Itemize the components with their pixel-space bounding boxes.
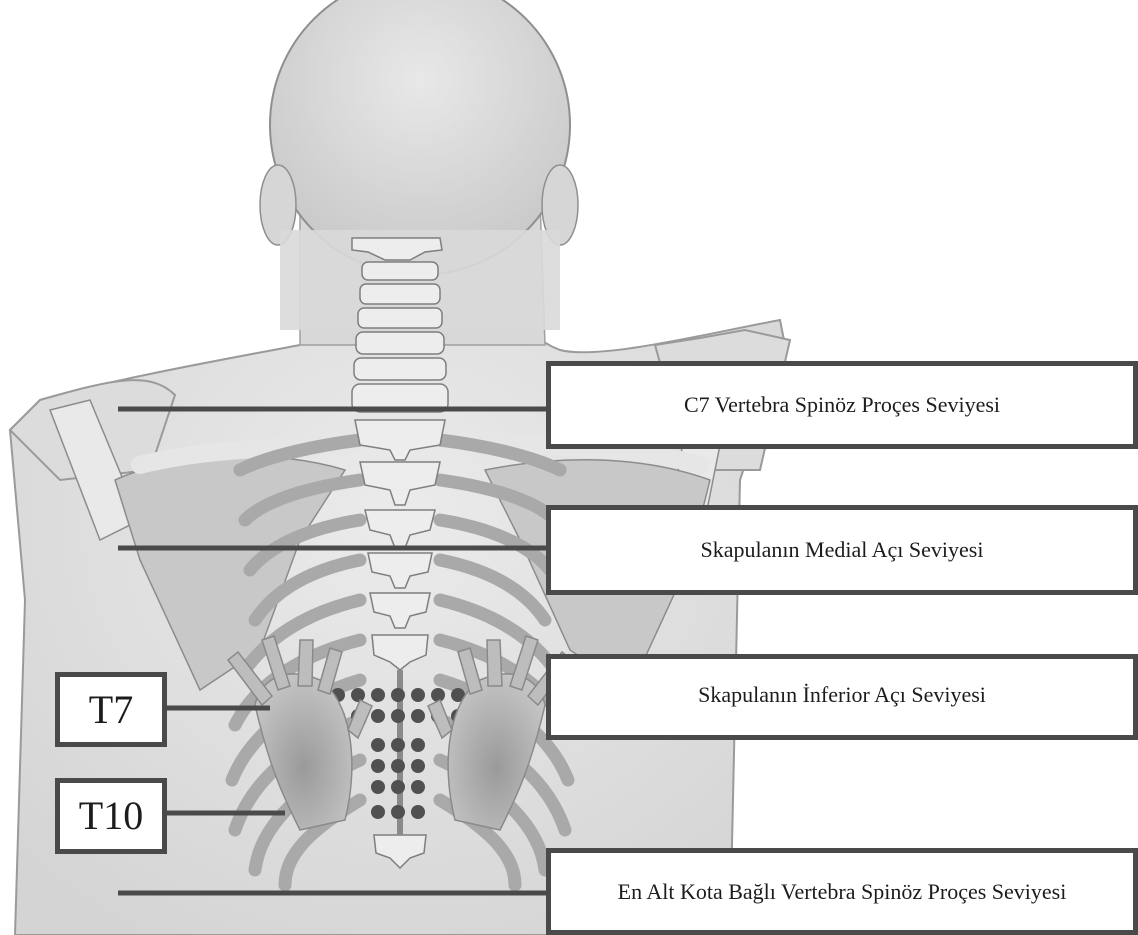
label-t10: T10	[55, 778, 167, 854]
label-t7: T7	[55, 672, 167, 747]
label-c7-level: C7 Vertebra Spinöz Proçes Seviyesi	[546, 361, 1138, 449]
label-scapula-inferior-level: Skapulanın İnferior Açı Seviyesi	[546, 654, 1138, 740]
label-scapula-medial-level: Skapulanın Medial Açı Seviyesi	[546, 505, 1138, 595]
cervical-vertebrae	[352, 238, 448, 412]
label-t10-text: T10	[79, 791, 143, 841]
label-inferior-text: Skapulanın İnferior Açı Seviyesi	[698, 681, 986, 709]
label-t7-text: T7	[89, 685, 133, 735]
label-lowest-text: En Alt Kota Bağlı Vertebra Spinöz Proçes…	[618, 878, 1067, 906]
label-c7-text: C7 Vertebra Spinöz Proçes Seviyesi	[684, 391, 1000, 419]
label-medial-text: Skapulanın Medial Açı Seviyesi	[701, 536, 984, 564]
label-lowest-rib-level: En Alt Kota Bağlı Vertebra Spinöz Proçes…	[546, 848, 1138, 935]
